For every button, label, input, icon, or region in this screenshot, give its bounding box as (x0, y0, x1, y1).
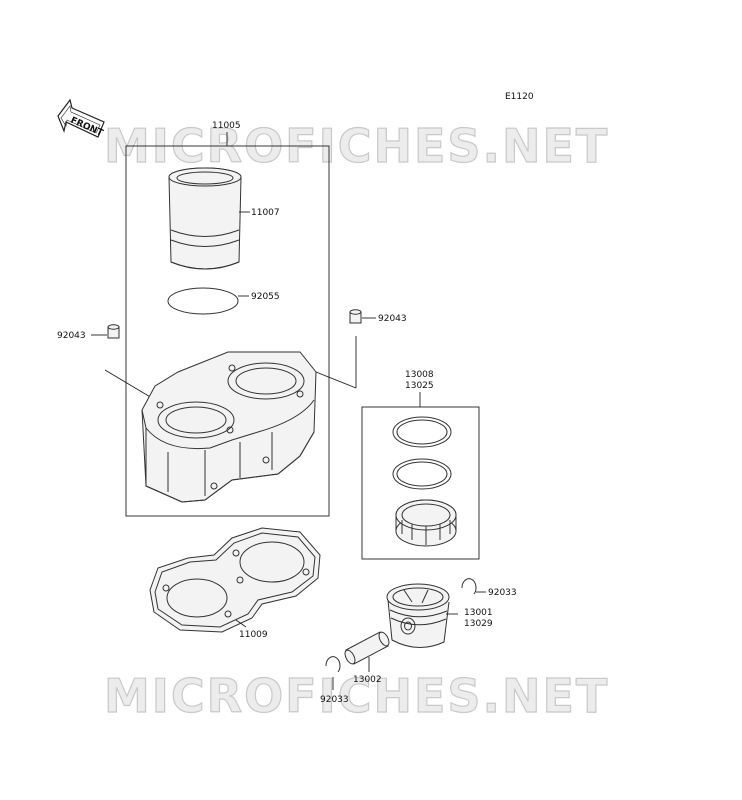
front-arrow-icon: FRONT (57, 98, 105, 139)
cylinder-assembly-box (125, 145, 330, 517)
label-92033-right: 92033 (488, 588, 517, 598)
label-92033-bottom: 92033 (320, 695, 349, 705)
dowel-pin-right (349, 309, 362, 324)
diagram-code: E1120 (505, 92, 534, 102)
label-92055: 92055 (251, 292, 280, 302)
label-13029: 13029 (464, 619, 493, 629)
dowel-pin-left (107, 324, 120, 339)
label-11009: 11009 (239, 630, 268, 640)
label-11005: 11005 (212, 121, 241, 131)
piston-ring-box (361, 406, 480, 560)
label-13002: 13002 (353, 675, 382, 685)
cylinder-block (141, 351, 317, 503)
label-92043-left: 92043 (57, 331, 86, 341)
piston-rings (392, 416, 457, 547)
watermark-bottom: MICROFICHES.NET (104, 669, 609, 723)
cylinder-liner (168, 167, 242, 270)
head-gasket (149, 527, 321, 633)
circlip-bottom (325, 656, 341, 673)
piston (386, 583, 450, 648)
label-11007: 11007 (251, 208, 280, 218)
watermark-top: MICROFICHES.NET (104, 119, 609, 173)
piston-pin (344, 631, 390, 665)
label-13001: 13001 (464, 608, 493, 618)
label-92043-right: 92043 (378, 314, 407, 324)
circlip-right (461, 578, 477, 595)
label-13025: 13025 (405, 381, 434, 391)
o-ring (167, 287, 239, 315)
label-13008: 13008 (405, 370, 434, 380)
